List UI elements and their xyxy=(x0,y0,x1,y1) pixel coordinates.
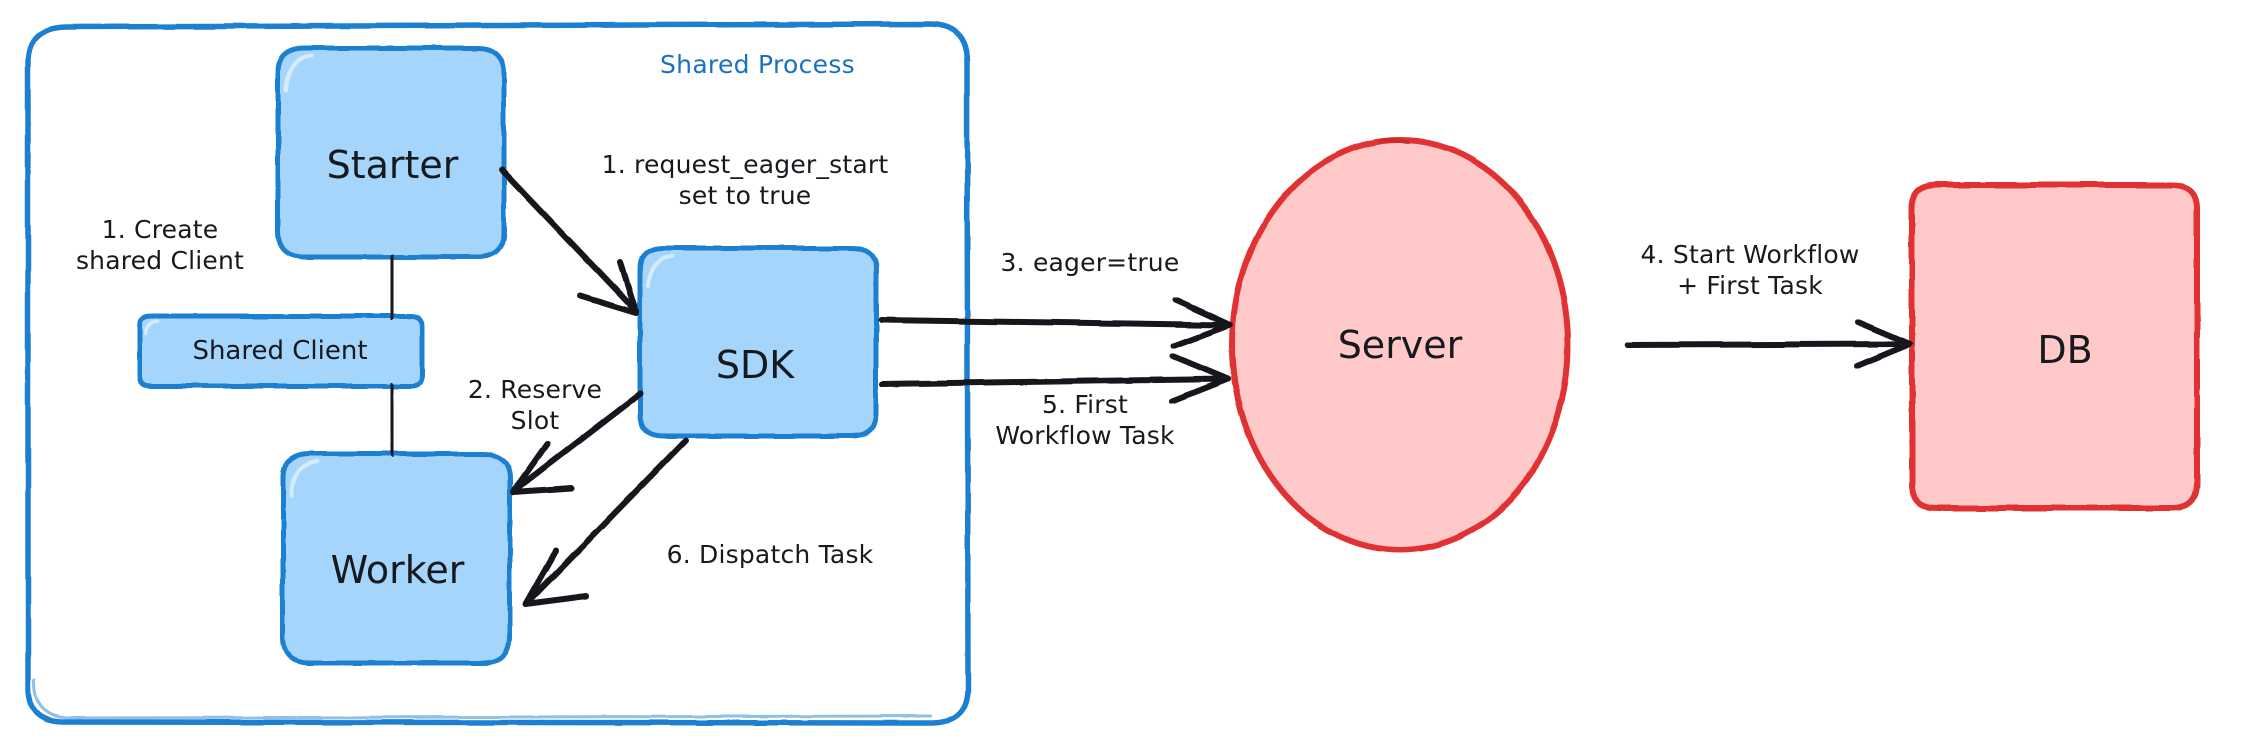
node-shared-client[interactable] xyxy=(137,313,425,389)
edge-label-step3-eager-true: 3. eager=true xyxy=(1000,248,1180,277)
shared-process-group[interactable] xyxy=(25,21,971,726)
edge-label-step1-request-eager-start: 1. request_eager_start set to true xyxy=(601,150,889,210)
group-title-shared-process: Shared Process xyxy=(660,50,855,79)
node-db[interactable] xyxy=(1909,182,2200,511)
edge-label-step2-reserve-slot: 2. Reserve Slot xyxy=(467,375,603,435)
edge-server-sdk-firsttask xyxy=(879,353,1231,404)
node-sdk[interactable] xyxy=(637,245,879,439)
node-server[interactable] xyxy=(1229,137,1571,553)
edge-sdk-worker-reserve xyxy=(510,390,644,495)
edge-starter-sdk xyxy=(499,167,639,316)
edge-label-step6-dispatch-task: 6. Dispatch Task xyxy=(666,540,874,569)
edge-starter-shared-client xyxy=(388,254,396,321)
edge-sdk-server-eager xyxy=(879,297,1233,349)
edge-shared-client-worker xyxy=(388,383,396,458)
node-worker[interactable] xyxy=(280,451,513,666)
edge-label-step5-first-workflow-task: 5. First Workflow Task xyxy=(995,390,1175,450)
edge-server-db xyxy=(1625,319,1913,369)
edge-label-step1-create-shared-client: 1. Create shared Client xyxy=(75,215,245,275)
edge-label-step4-start-workflow: 4. Start Workflow + First Task xyxy=(1640,240,1860,300)
edge-sdk-worker-dispatch xyxy=(523,437,689,607)
node-starter[interactable] xyxy=(275,45,507,260)
